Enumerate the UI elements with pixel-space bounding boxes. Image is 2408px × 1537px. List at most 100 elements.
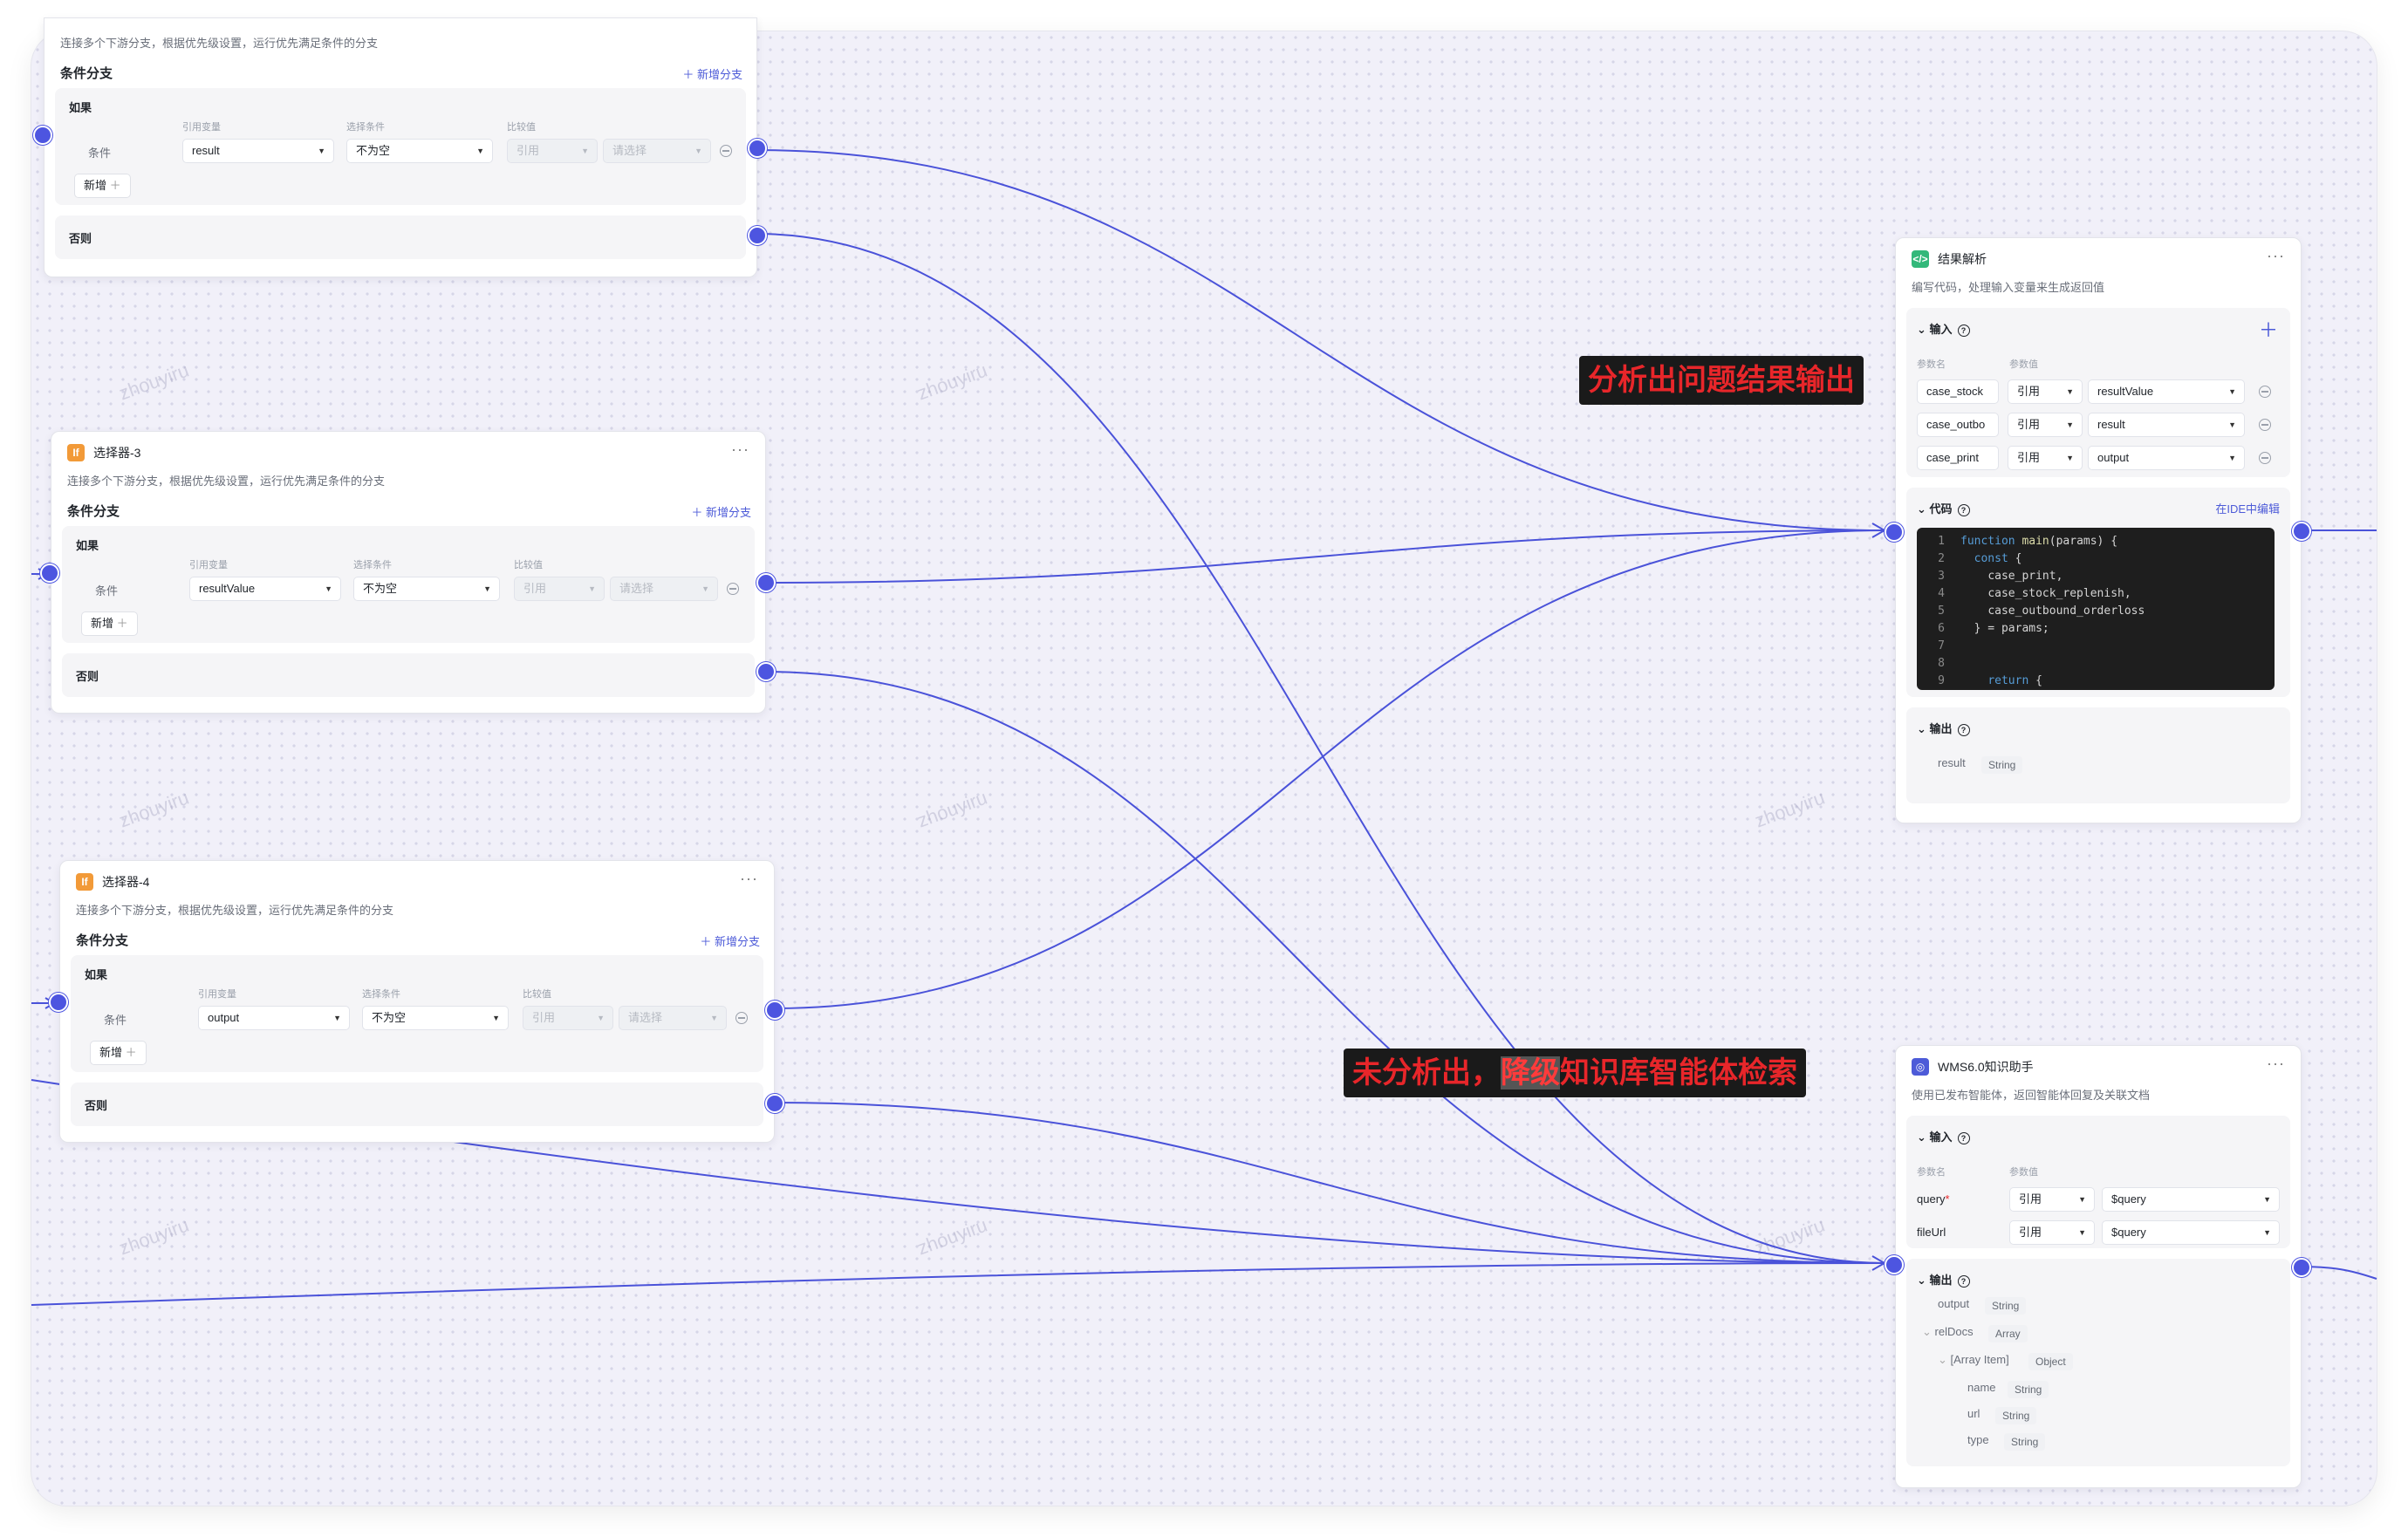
col-compare-value: 比较值: [514, 560, 543, 570]
input-section-title[interactable]: ⌄ 输入?: [1917, 1128, 1970, 1144]
add-input-icon[interactable]: ＋: [2258, 319, 2278, 341]
output-port[interactable]: [2292, 522, 2311, 541]
add-branch-link[interactable]: ＋ 新增分支: [682, 68, 742, 81]
output-panel: ⌄ 输出? output String ⌄ relDocs Array ⌄ [A…: [1906, 1259, 2290, 1466]
ref-variable-select[interactable]: output▼: [198, 1006, 350, 1030]
else-output-port[interactable]: [756, 662, 776, 681]
param-value-select[interactable]: resultValue▼: [2088, 379, 2245, 404]
remove-param-icon[interactable]: [2259, 386, 2271, 398]
param-value-select[interactable]: $query▼: [2102, 1220, 2280, 1245]
more-options-icon[interactable]: ···: [2267, 247, 2285, 264]
param-name-query: query*: [1917, 1192, 1950, 1206]
input-panel: ⌄ 输入? 参数名 参数值 query* 引用▼ $query▼ fileUrl…: [1906, 1116, 2290, 1248]
remove-param-icon[interactable]: [2259, 452, 2271, 464]
param-type-select[interactable]: 引用▼: [2008, 413, 2083, 437]
condition-select[interactable]: 不为空▼: [362, 1006, 509, 1030]
callout-analysis-missing: 未分析出，降级知识库智能体检索: [1344, 1049, 1806, 1097]
node-title: 选择器-4: [102, 875, 150, 889]
param-name-field[interactable]: case_stock: [1917, 379, 1999, 404]
input-port[interactable]: [33, 126, 52, 145]
add-condition-button[interactable]: 新增 ＋: [74, 174, 131, 198]
ref-variable-select[interactable]: resultValue▼: [189, 577, 341, 601]
if-output-port[interactable]: [765, 1001, 784, 1020]
param-type-select[interactable]: 引用▼: [2008, 446, 2083, 470]
agent-icon: ◎: [1912, 1058, 1929, 1076]
param-name-field[interactable]: case_print: [1917, 446, 1999, 470]
node-title: 结果解析: [1938, 252, 1987, 266]
param-value-select[interactable]: result▼: [2088, 413, 2245, 437]
agent-node-wms[interactable]: ◎ WMS6.0知识助手 ··· 使用已发布智能体，返回智能体回复及关联文档 ⌄…: [1895, 1045, 2302, 1488]
input-port[interactable]: [49, 993, 68, 1012]
code-section-title[interactable]: ⌄ 代码?: [1917, 500, 1970, 516]
more-options-icon[interactable]: ···: [2267, 1055, 2285, 1072]
input-panel: ⌄ 输入? ＋ 参数名 参数值 case_stock 引用▼ resultVal…: [1906, 308, 2290, 477]
more-options-icon[interactable]: ···: [740, 870, 758, 887]
add-branch-link[interactable]: ＋ 新增分支: [691, 506, 751, 519]
compare-value-select[interactable]: 请选择▼: [603, 139, 711, 163]
col-param-value: 参数值: [2009, 359, 2038, 370]
param-name-field[interactable]: case_outbo: [1917, 413, 1999, 437]
code-line: 2 const {: [1938, 552, 2022, 565]
else-branch-panel: 否则: [71, 1083, 763, 1126]
selector-node-3[interactable]: If 选择器-3 ··· 连接多个下游分支，根据优先级设置，运行优先满足条件的分…: [51, 431, 766, 714]
remove-condition-icon[interactable]: [727, 583, 739, 595]
col-ref-variable: 引用变量: [182, 122, 221, 133]
compare-type-select[interactable]: 引用▼: [507, 139, 598, 163]
param-name-fileurl: fileUrl: [1917, 1226, 1946, 1239]
param-value-select[interactable]: $query▼: [2102, 1187, 2280, 1212]
param-type-select[interactable]: 引用▼: [2009, 1220, 2095, 1245]
input-port[interactable]: [1885, 1255, 1904, 1274]
add-condition-button[interactable]: 新增 ＋: [81, 611, 138, 636]
output-name: name: [1967, 1381, 1996, 1394]
output-name[interactable]: ⌄ relDocs: [1922, 1325, 1974, 1338]
col-param-name: 参数名: [1917, 1167, 1946, 1178]
node-header: </> 结果解析: [1912, 250, 1987, 268]
output-type-tag: String: [2008, 1381, 2049, 1398]
output-name: url: [1967, 1407, 1980, 1420]
edit-in-ide-link[interactable]: 在IDE中编辑: [2215, 502, 2280, 516]
if-label: 如果: [69, 101, 92, 114]
col-param-value: 参数值: [2009, 1167, 2038, 1178]
compare-value-select[interactable]: 请选择▼: [619, 1006, 727, 1030]
remove-param-icon[interactable]: [2259, 419, 2271, 431]
output-type-tag: String: [1985, 1297, 2027, 1315]
callout-analysis-found: 分析出问题结果输出: [1579, 356, 1864, 405]
param-value-select[interactable]: output▼: [2088, 446, 2245, 470]
remove-condition-icon[interactable]: [720, 145, 732, 157]
selector-node-top[interactable]: 连接多个下游分支，根据优先级设置，运行优先满足条件的分支 条件分支 ＋ 新增分支…: [44, 17, 757, 277]
output-section-title[interactable]: ⌄ 输出?: [1917, 720, 1970, 736]
input-port[interactable]: [40, 564, 59, 583]
col-select-condition: 选择条件: [353, 560, 392, 570]
code-line: 7: [1938, 639, 1945, 652]
output-port[interactable]: [2292, 1258, 2311, 1277]
compare-type-select[interactable]: 引用▼: [514, 577, 605, 601]
output-name[interactable]: ⌄ [Array Item]: [1938, 1353, 2009, 1366]
if-branch-panel: 如果 引用变量 选择条件 比较值 条件 resultValue▼ 不为空▼ 引用…: [62, 526, 755, 643]
ref-variable-select[interactable]: result▼: [182, 139, 334, 163]
param-type-select[interactable]: 引用▼: [2009, 1187, 2095, 1212]
code-node-result-parse[interactable]: </> 结果解析 ··· 编写代码，处理输入变量来生成返回值 ⌄ 输入? ＋ 参…: [1895, 237, 2302, 823]
param-type-select[interactable]: 引用▼: [2008, 379, 2083, 404]
if-output-port[interactable]: [756, 573, 776, 592]
else-output-port[interactable]: [748, 226, 767, 245]
if-output-port[interactable]: [748, 139, 767, 158]
output-name: result: [1938, 756, 1966, 769]
more-options-icon[interactable]: ···: [731, 441, 749, 458]
else-output-port[interactable]: [765, 1094, 784, 1113]
condition-branch-title: 条件分支: [67, 504, 120, 519]
add-branch-link[interactable]: ＋ 新增分支: [700, 935, 760, 948]
input-port[interactable]: [1885, 523, 1904, 542]
remove-condition-icon[interactable]: [735, 1012, 748, 1024]
output-section-title[interactable]: ⌄ 输出?: [1917, 1271, 1970, 1288]
node-header: If 选择器-3: [67, 444, 140, 461]
condition-select[interactable]: 不为空▼: [346, 139, 493, 163]
col-param-name: 参数名: [1917, 359, 1946, 370]
condition-branch-title: 条件分支: [60, 66, 113, 81]
condition-select[interactable]: 不为空▼: [353, 577, 500, 601]
compare-value-select[interactable]: 请选择▼: [610, 577, 718, 601]
input-section-title[interactable]: ⌄ 输入?: [1917, 320, 1970, 337]
add-condition-button[interactable]: 新增 ＋: [90, 1041, 147, 1065]
selector-node-4[interactable]: If 选择器-4 ··· 连接多个下游分支，根据优先级设置，运行优先满足条件的分…: [59, 860, 775, 1143]
compare-type-select[interactable]: 引用▼: [523, 1006, 613, 1030]
